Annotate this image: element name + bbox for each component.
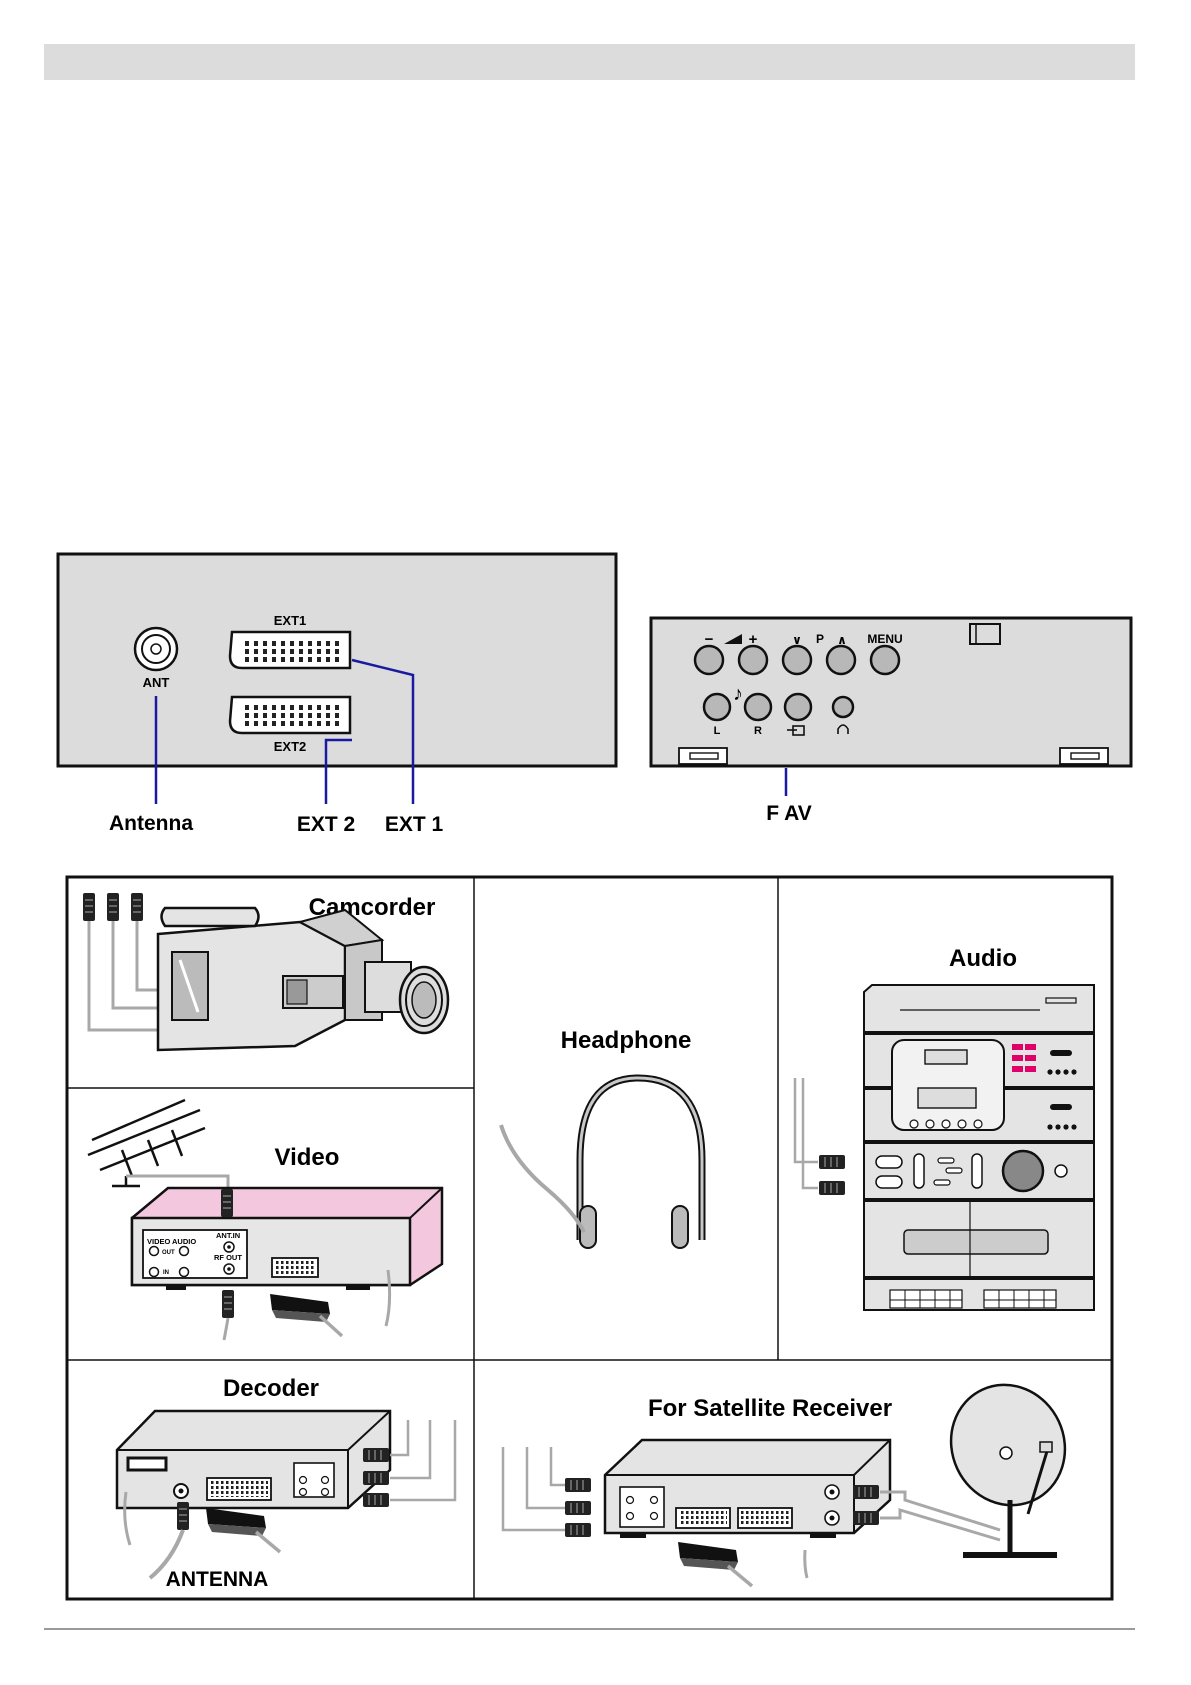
ant-label: ANT	[143, 675, 170, 690]
audio-label: Audio	[949, 945, 1017, 972]
fav-caption: F AV	[766, 802, 812, 825]
vcr-audio-label: AUDIO	[172, 1237, 196, 1246]
programme-up-button[interactable]	[827, 646, 855, 674]
volume-up-button[interactable]	[739, 646, 767, 674]
programme-down-button[interactable]	[783, 646, 811, 674]
l-label: L	[714, 725, 721, 737]
headphone-socket	[833, 697, 853, 717]
decoder-label: Decoder	[223, 1375, 319, 1402]
volume-down-button[interactable]	[695, 646, 723, 674]
menu-button[interactable]	[871, 646, 899, 674]
vcr-in-label: IN	[163, 1270, 169, 1276]
music-note-icon: ♪	[733, 683, 743, 705]
ext1-label: EXT1	[274, 613, 307, 628]
antenna-label: ANTENNA	[166, 1568, 269, 1591]
antenna-caption: Antenna	[109, 812, 193, 835]
menu-label: MENU	[867, 632, 902, 646]
ext2-label: EXT2	[274, 739, 307, 754]
video-in-socket	[785, 694, 811, 720]
video-label: Video	[275, 1144, 340, 1171]
ext1-caption: EXT 1	[385, 813, 444, 836]
satellite-label: For Satellite Receiver	[648, 1395, 892, 1422]
audio-r-socket	[745, 694, 771, 720]
front-panel: − + ∨ P ∧ MENU ♪ L R	[651, 618, 1131, 825]
p-label: P	[816, 632, 824, 646]
ext2-caption: EXT 2	[297, 813, 355, 836]
vcr-video-label: VIDEO	[147, 1237, 171, 1246]
ant-socket	[135, 628, 177, 670]
vcr-out-label: OUT	[162, 1250, 175, 1256]
footer-rule	[44, 1628, 1135, 1630]
audio-l-socket	[704, 694, 730, 720]
rear-panel: ANT EXT1 EXT2 Antenna EXT 2 EXT 1	[58, 554, 616, 836]
vcr-ant-in-label: ANT.IN	[216, 1231, 240, 1240]
ext2-scart-socket	[230, 697, 350, 733]
ext1-scart-socket	[230, 632, 350, 668]
vcr-rf-out-label: RF OUT	[214, 1253, 242, 1262]
headphone-label: Headphone	[561, 1027, 692, 1054]
r-label: R	[754, 725, 762, 737]
